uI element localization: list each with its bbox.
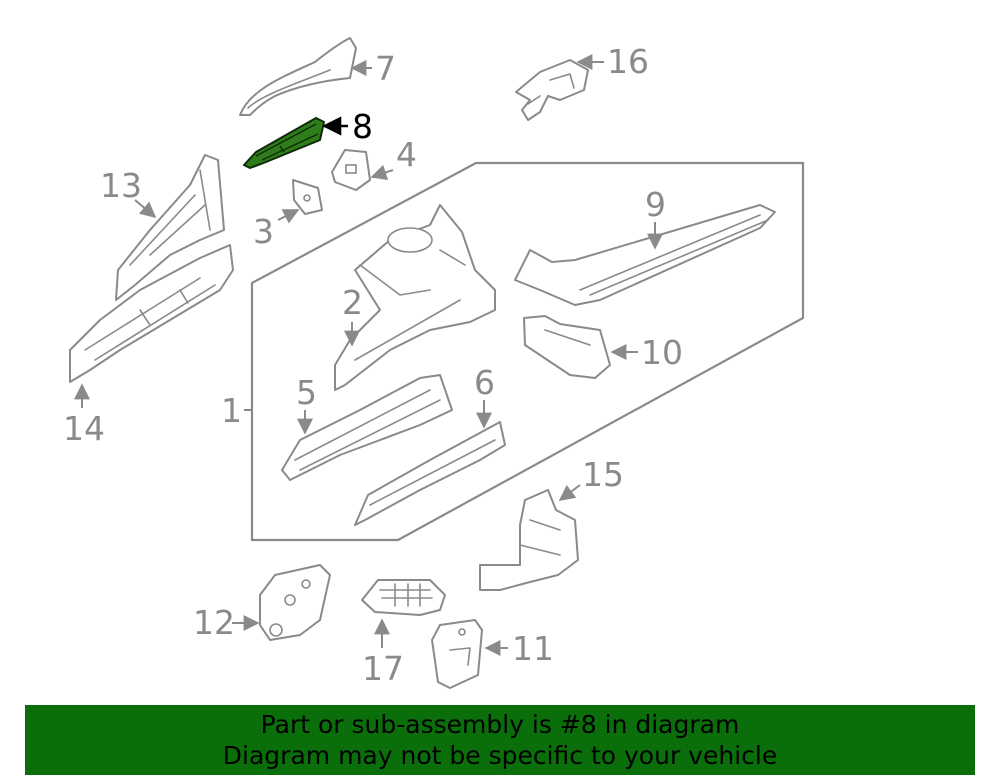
part-14-member — [69, 244, 234, 383]
callout-17: 17 — [362, 649, 404, 688]
part-8-highlighted — [243, 117, 325, 169]
callout-9: 9 — [645, 185, 666, 224]
callout-15: 15 — [582, 455, 624, 494]
part-6-rail — [354, 421, 506, 526]
callout-4: 4 — [396, 135, 417, 174]
part-2-rail — [334, 204, 496, 391]
info-banner: Part or sub-assembly is #8 in diagram Di… — [25, 705, 975, 775]
callout-2: 2 — [342, 283, 363, 322]
part-3-bracket — [292, 179, 323, 215]
callout-13: 13 — [100, 166, 142, 205]
callout-1: 1 — [221, 391, 242, 430]
assembly-outline — [250, 161, 805, 542]
callout-14: 14 — [63, 409, 105, 448]
part-10-bracket — [523, 315, 611, 379]
part-16-bracket — [515, 59, 589, 121]
callout-16: 16 — [607, 42, 649, 81]
callout-3: 3 — [253, 212, 274, 251]
part-12-plate — [259, 564, 331, 641]
parts-diagram: 7 8 4 3 16 13 14 2 9 10 5 6 1 15 12 17 1… — [63, 37, 805, 689]
part-13-apron — [115, 154, 225, 301]
callout-7: 7 — [375, 49, 396, 88]
banner-line-1: Part or sub-assembly is #8 in diagram — [260, 710, 740, 739]
callout-10: 10 — [641, 333, 683, 372]
part-4-bracket — [331, 149, 371, 191]
part-17-pad — [361, 579, 446, 616]
part-5-rail — [281, 374, 453, 481]
part-11-plate — [431, 619, 483, 689]
part-9-rail — [514, 204, 776, 306]
part-15-bracket — [479, 489, 579, 591]
callout-12: 12 — [193, 603, 235, 642]
callout-6: 6 — [474, 363, 495, 402]
callout-8: 8 — [352, 107, 373, 146]
callout-5: 5 — [296, 373, 317, 412]
part-7-rail — [239, 37, 357, 116]
banner-line-2: Diagram may not be specific to your vehi… — [222, 741, 778, 770]
callout-11: 11 — [512, 629, 554, 668]
